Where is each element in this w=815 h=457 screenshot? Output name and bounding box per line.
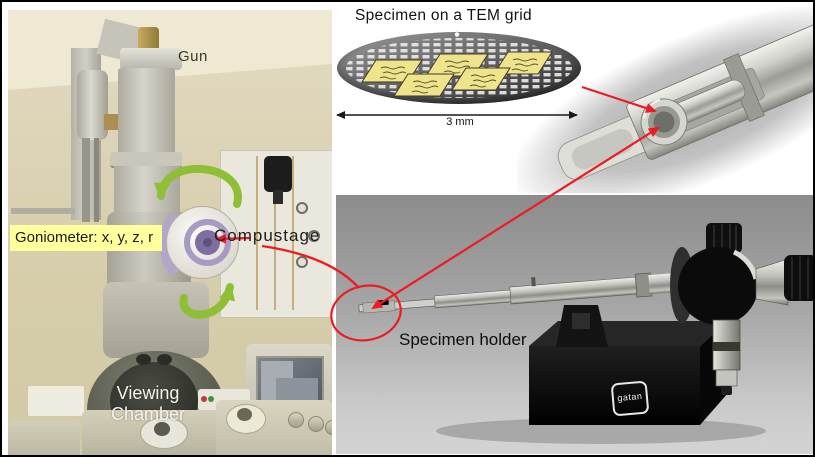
specimen-holder-drawing — [336, 195, 813, 454]
pressure-gauge-2 — [308, 230, 320, 242]
end-cone — [755, 258, 789, 306]
specimen-holder-photo — [336, 195, 813, 454]
grid-notch-dot — [454, 31, 460, 38]
bearing-housing — [678, 247, 758, 325]
specimens-group — [361, 51, 553, 97]
top-knob-knurl — [713, 224, 737, 252]
viewing-chamber-label: Viewing Chamber — [110, 383, 186, 425]
specimen-5 — [451, 67, 511, 91]
goniometer-ring — [184, 219, 231, 266]
red-button — [201, 396, 207, 402]
console-body — [103, 282, 209, 358]
left-control-panel — [8, 420, 80, 455]
housing-highlight — [732, 249, 759, 280]
gun-knob — [138, 27, 159, 53]
rod-tip-screw — [378, 299, 389, 306]
support-rod — [82, 138, 90, 222]
specimen-holder-label: Specimen holder — [399, 330, 527, 349]
holder-tip-photo — [517, 7, 813, 193]
gun-cap — [120, 48, 182, 70]
support-rod-2 — [94, 138, 99, 222]
gun-label: Gun — [178, 48, 208, 65]
specimen-4 — [393, 73, 455, 97]
gatan-logo: gatan — [610, 380, 650, 417]
pressure-gauge-3 — [296, 256, 308, 268]
end-knob-knurl — [791, 256, 809, 300]
rod-pin — [531, 277, 536, 287]
binocular-eyepiece-right — [157, 354, 172, 365]
white-box — [28, 386, 84, 416]
brass-fitting — [104, 114, 118, 130]
side-pipe — [11, 208, 75, 214]
panel-knob-2 — [308, 416, 324, 432]
micrometer-ring — [713, 342, 740, 351]
grid-illustration-title: Specimen on a TEM grid — [355, 7, 532, 24]
support-cylinder — [77, 70, 108, 140]
goniometer-label: Goniometer: x, y, z, r — [10, 225, 162, 251]
binocular-eyepiece-left — [136, 354, 151, 365]
scale-bar-label: 3 mm — [446, 116, 474, 128]
compustage-label: Compustage — [214, 226, 321, 245]
rod-bracket-notch — [572, 313, 590, 329]
micrometer-knurl — [715, 369, 738, 387]
gun-cylinder — [118, 68, 175, 158]
regulator-stem — [273, 190, 283, 204]
tem-grid-illustration — [337, 31, 581, 104]
column-mid — [114, 166, 180, 218]
mid-trackball — [154, 422, 170, 436]
regulator-knob — [264, 156, 292, 192]
right-trackball — [237, 408, 252, 421]
top-knob — [706, 223, 742, 253]
panel-knob-1 — [288, 412, 304, 428]
green-button — [208, 396, 214, 402]
gatan-box-front — [529, 346, 700, 425]
micrometer-tip — [721, 386, 732, 395]
goniometer-hub-dot — [203, 238, 212, 247]
pressure-gauge-1 — [296, 202, 308, 214]
